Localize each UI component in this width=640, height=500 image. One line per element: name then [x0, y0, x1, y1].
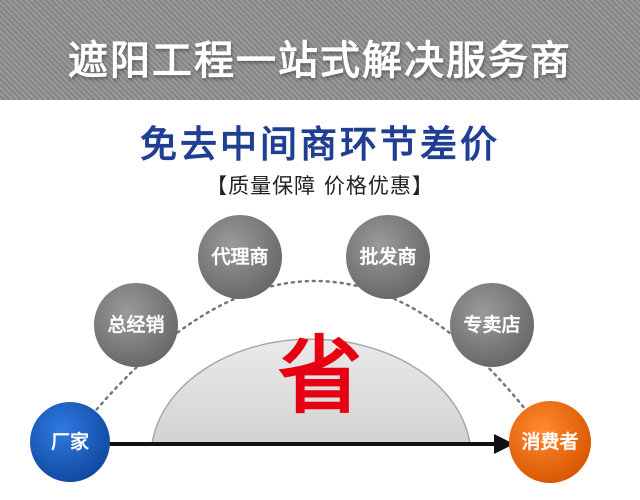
arrow-head-icon — [494, 434, 514, 454]
headline: 免去中间商环节差价 — [140, 123, 500, 166]
node-label-factory: 厂家 — [50, 431, 89, 453]
save-character: 省 — [277, 327, 362, 425]
node-circle-store — [450, 283, 534, 367]
savings-dome — [151, 338, 471, 445]
subline: 【质量保障 价格优惠】 — [206, 174, 434, 198]
node-label-distributor: 总经销 — [107, 314, 165, 336]
node-circle-agent — [198, 215, 282, 299]
node-label-consumer: 消费者 — [521, 431, 579, 453]
node-label-agent: 代理商 — [211, 246, 269, 268]
title-banner: 遮阳工程一站式解决服务商 — [0, 0, 640, 100]
node-label-wholesaler: 批发商 — [359, 246, 417, 268]
banner-title: 遮阳工程一站式解决服务商 — [68, 38, 572, 84]
node-circle-distributor — [94, 283, 178, 367]
node-circle-wholesaler — [346, 215, 430, 299]
node-label-store: 专卖店 — [463, 314, 521, 336]
node-circle-factory — [30, 402, 110, 482]
node-circle-consumer — [509, 401, 591, 483]
